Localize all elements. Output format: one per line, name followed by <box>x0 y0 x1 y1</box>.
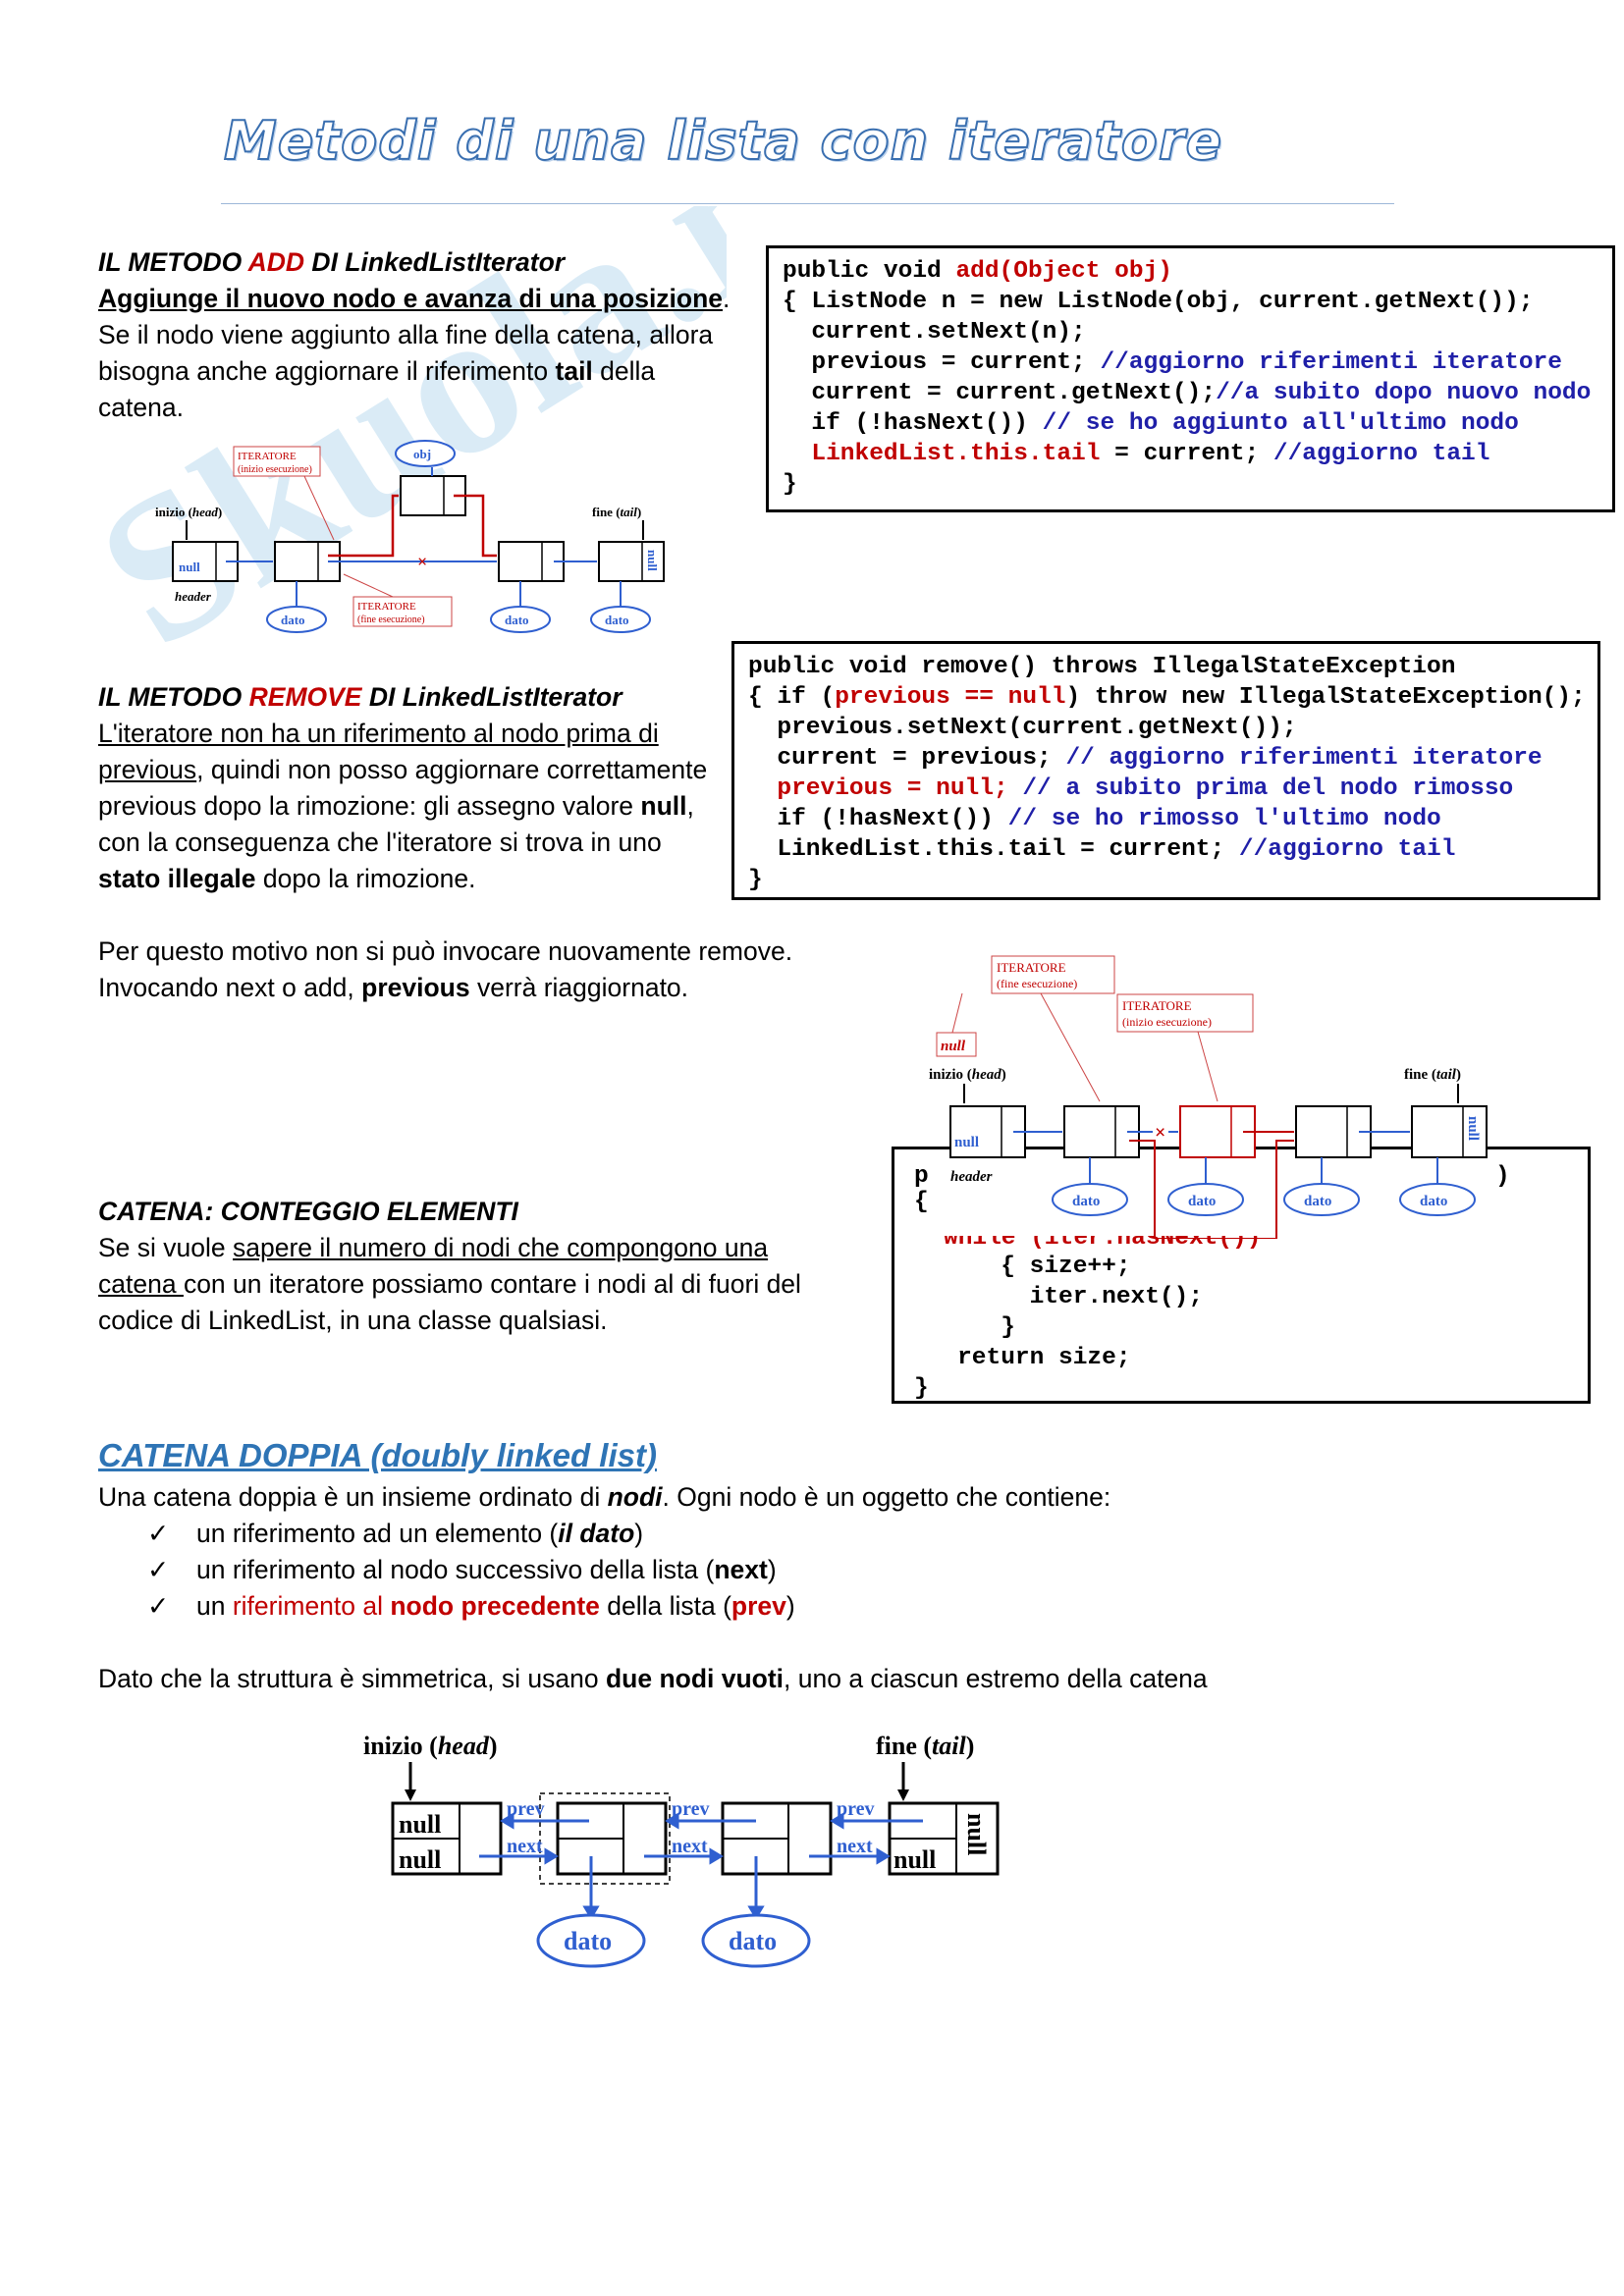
count-description: Se si vuole sapere il numero di nodi che… <box>98 1233 801 1335</box>
header-label: header <box>950 1169 993 1185</box>
svg-text:next: next <box>837 1836 873 1857</box>
add-description: Aggiunge il nuovo nodo e avanza di una p… <box>98 284 731 422</box>
remove-heading: IL METODO REMOVE DI LinkedListIterator <box>98 682 623 712</box>
null-label: null <box>941 1039 966 1054</box>
svg-text:dato: dato <box>281 613 305 627</box>
iter-end-sub: (fine esecuzione) <box>997 977 1077 990</box>
head-null-next: null <box>399 1845 441 1874</box>
head-label: inizio (head) <box>363 1732 498 1760</box>
svg-text:dato: dato <box>1420 1194 1447 1209</box>
doubly-diagram: inizio (head) fine (tail) null null null… <box>363 1732 1000 1968</box>
header-null-label: null <box>179 560 200 574</box>
tail-label: fine (tail) <box>592 505 641 519</box>
svg-text:dato: dato <box>564 1927 612 1955</box>
iter-end-label: ITERATORE <box>357 601 416 613</box>
doubly-intro: Una catena doppia è un insieme ordinato … <box>98 1482 1111 1512</box>
svg-text:prev: prev <box>507 1798 545 1820</box>
title-divider <box>221 203 1394 204</box>
obj-label: obj <box>413 447 431 461</box>
iter-start-label: ITERATORE <box>238 451 297 462</box>
svg-text:dato: dato <box>1304 1194 1331 1209</box>
remove-note: Per questo motivo non si può invocare nu… <box>98 936 793 1002</box>
header-null-label: null <box>954 1135 979 1150</box>
svg-text:dato: dato <box>1072 1194 1100 1209</box>
iter-start-sub: (inizio esecuzione) <box>238 464 312 475</box>
iter-end-label: ITERATORE <box>997 960 1066 975</box>
check-icon: ✓ <box>147 1591 170 1621</box>
list-item: ✓un riferimento al nodo successivo della… <box>147 1552 795 1588</box>
svg-text:dato: dato <box>729 1927 777 1955</box>
head-label: inizio (head) <box>155 505 222 519</box>
tail-null-next: null <box>893 1845 936 1874</box>
svg-text:×: × <box>417 552 427 571</box>
svg-text:next: next <box>672 1836 708 1857</box>
tail-null-label: null <box>1465 1116 1481 1141</box>
tail-null-rot: null <box>962 1813 991 1855</box>
doubly-heading: CATENA DOPPIA (doubly linked list) <box>98 1437 657 1473</box>
doubly-list: ✓un riferimento ad un elemento (il dato)… <box>147 1516 795 1625</box>
doubly-footer: Dato che la struttura è simmetrica, si u… <box>98 1664 1208 1693</box>
iter-start-label: ITERATORE <box>1122 998 1192 1013</box>
tail-label: fine (tail) <box>876 1732 974 1760</box>
remove-diagram: ITERATORE (fine esecuzione) ITERATORE (i… <box>929 955 1488 1239</box>
add-code-block: public void add(Object obj) { ListNode n… <box>766 245 1615 512</box>
list-item: ✓un riferimento ad un elemento (il dato) <box>147 1516 795 1552</box>
svg-text:prev: prev <box>837 1798 875 1820</box>
svg-text:dato: dato <box>505 613 529 627</box>
svg-text:dato: dato <box>605 613 629 627</box>
add-diagram: ITERATORE (inizio esecuzione) obj inizio… <box>155 440 665 633</box>
iter-end-sub: (fine esecuzione) <box>357 614 425 625</box>
head-label: inizio (head) <box>929 1067 1006 1083</box>
check-icon: ✓ <box>147 1555 170 1584</box>
remove-description: L'iteratore non ha un riferimento al nod… <box>98 719 708 893</box>
svg-text:×: × <box>1155 1122 1165 1144</box>
iter-start-sub: (inizio esecuzione) <box>1122 1015 1212 1029</box>
page-title: Metodi di una lista con iteratore <box>223 109 1223 173</box>
list-item: ✓un riferimento al nodo precedente della… <box>147 1588 795 1625</box>
add-heading: IL METODO ADD DI LinkedListIterator <box>98 247 566 277</box>
svg-text:prev: prev <box>672 1798 710 1820</box>
count-heading: CATENA: CONTEGGIO ELEMENTI <box>98 1197 518 1226</box>
svg-text:dato: dato <box>1188 1194 1216 1209</box>
svg-text:next: next <box>507 1836 543 1857</box>
header-label: header <box>175 589 212 604</box>
check-icon: ✓ <box>147 1519 170 1548</box>
head-null-prev: null <box>399 1810 441 1839</box>
count-code-block: p { ) while (iter.hasNext()) { size++; i… <box>892 1147 1591 1404</box>
tail-label: fine (tail) <box>1404 1067 1461 1083</box>
remove-code-block: public void remove() throws IllegalState… <box>731 641 1600 900</box>
tail-null-label: null <box>645 550 660 571</box>
